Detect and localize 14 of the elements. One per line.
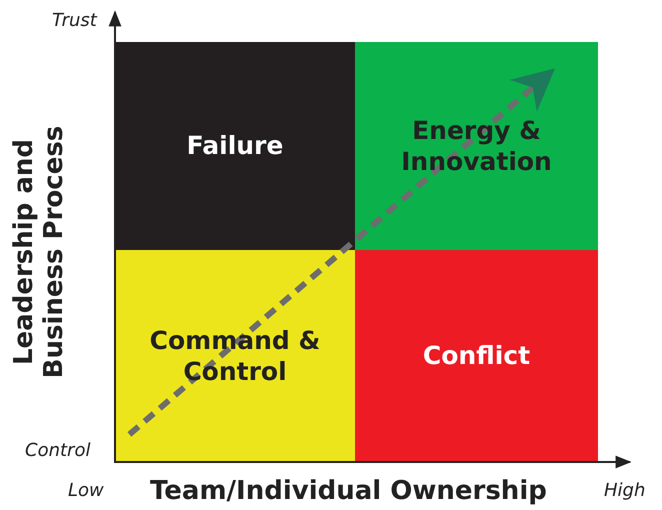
- axis-end-label: Low: [68, 480, 104, 501]
- quadrant-box: [355, 42, 598, 250]
- quadrant-label: Command & Control: [148, 324, 322, 388]
- quadrant-label: Failure: [186, 130, 284, 162]
- quadrant-label: Conflict: [422, 340, 530, 372]
- quadrant-box: [355, 250, 598, 462]
- quadrant-box: [115, 250, 355, 462]
- axis-end-label: Control: [25, 440, 90, 461]
- axis-end-label: Trust: [52, 10, 97, 31]
- axis-title: Leadership and Business Process: [10, 124, 70, 380]
- dashed-arrow: [127, 68, 556, 437]
- axis-end-label: High: [604, 480, 646, 501]
- axis-title: Team/Individual Ownership: [150, 476, 547, 506]
- quadrant-box: [115, 42, 355, 250]
